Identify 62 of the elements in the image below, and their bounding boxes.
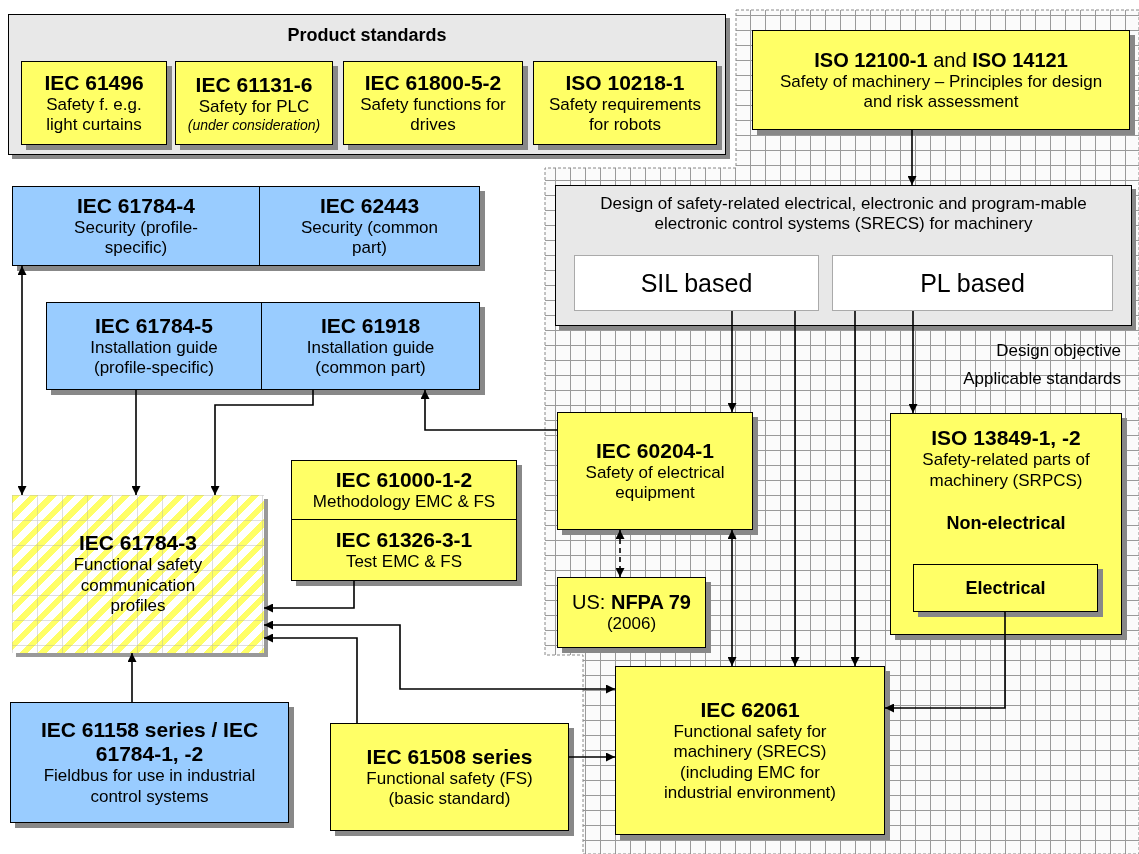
- standard-code: ISO 13849-1, -2: [931, 426, 1081, 451]
- arrow: [263, 580, 355, 613]
- arrow: [210, 389, 314, 496]
- status-note: (under consideration): [187, 117, 321, 134]
- standard-code: IEC 61326-3-1: [335, 527, 473, 552]
- standard-code: IEC 61508 series: [366, 744, 533, 769]
- standard-code: US: NFPA 79: [572, 590, 691, 615]
- standard-description: Safety f. e.g. light curtains: [45, 94, 143, 136]
- arrow: [907, 129, 917, 186]
- standard-description: Test EMC & FS: [345, 551, 463, 573]
- standard-code: IEC 61131-6: [195, 72, 313, 97]
- method-box: [574, 255, 819, 311]
- standard-description: Installation guide (profile-specific): [89, 337, 219, 379]
- standard-code: IEC 61784-4: [77, 193, 195, 218]
- standard-description: Safety-related parts of machinery (SRPCS): [921, 450, 1091, 491]
- standard-code: ISO 12100-1 and ISO 14121: [814, 47, 1068, 72]
- arrow: [127, 652, 137, 703]
- arrow: [615, 529, 625, 578]
- standard-code: IEC 61784-3: [79, 531, 197, 556]
- section-label: Non-electrical: [946, 512, 1066, 534]
- standard-description: Safety of machinery – Principles for design and risk assessment: [778, 71, 1104, 113]
- standard-description: Fieldbus for use in industrial control systems: [42, 766, 257, 808]
- section-label: Electrical: [965, 577, 1046, 599]
- standard-description: Security (profile-specific): [73, 217, 199, 259]
- standard-description: Methodology EMC & FS: [312, 491, 496, 513]
- standard-description: Installation guide (common part): [305, 337, 436, 379]
- standard-code: IEC 61496: [44, 70, 144, 95]
- arrow: [884, 611, 1006, 713]
- standard-description: Safety of electrical equipment: [584, 462, 726, 504]
- standard-description: Safety functions for drives: [359, 94, 507, 136]
- standard-code: IEC 60204-1: [596, 438, 714, 463]
- arrow: [263, 620, 616, 694]
- annotation-text: Applicable standards: [962, 369, 1121, 389]
- standard-code: IEC 62443: [319, 193, 420, 218]
- method-box: [832, 255, 1113, 311]
- arrow: [727, 310, 737, 413]
- annotation-text: Design objective: [995, 341, 1121, 361]
- standard-description: Security (common part): [300, 217, 439, 259]
- standard-description: Functional safety (FS) (basic standard): [365, 768, 534, 810]
- method-label: PL based: [920, 268, 1025, 298]
- arrow: [568, 752, 616, 762]
- standard-code: IEC 61158 series / IEC 61784-1, -2: [39, 717, 260, 767]
- standard-description: Functional safety for machinery (SRECS) (including EMC for industrial environment): [663, 721, 837, 804]
- panel-title: Design of safety-related electrical, electronic and program-mable electronic control systems (SRECS) for machinery: [599, 194, 1088, 235]
- arrow: [263, 633, 358, 724]
- standard-description: (2006): [606, 614, 657, 635]
- standard-code: IEC 61784-5: [95, 313, 213, 338]
- standard-description: Safety for PLC: [198, 96, 310, 118]
- method-label: SIL based: [640, 268, 753, 298]
- arrow: [908, 310, 918, 414]
- standard-code: IEC 62061: [700, 697, 800, 722]
- panel-title: Product standards: [287, 25, 447, 46]
- arrow: [17, 265, 27, 496]
- standard-code: ISO 10218-1: [565, 70, 685, 95]
- standard-code: IEC 61918: [320, 313, 421, 338]
- arrow: [727, 529, 737, 667]
- standard-description: Safety requirements for robots: [547, 94, 703, 136]
- arrow: [790, 310, 800, 667]
- standard-code: IEC 61800-5-2: [364, 70, 502, 95]
- standard-code: IEC 61000-1-2: [335, 467, 473, 492]
- arrow: [131, 389, 141, 496]
- arrow: [850, 310, 860, 667]
